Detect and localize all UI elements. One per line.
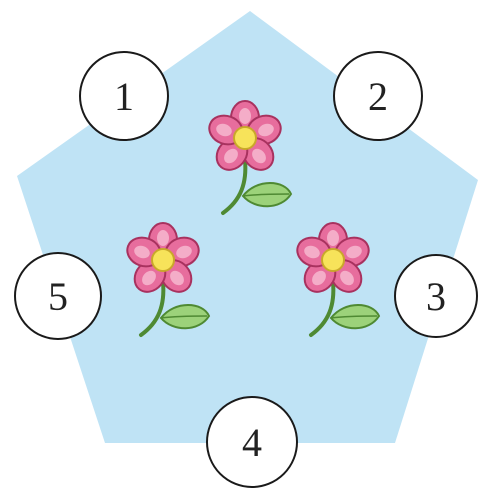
number-circle-1: 1	[79, 51, 169, 141]
number-label-3: 3	[426, 274, 446, 319]
number-label-1: 1	[114, 74, 134, 119]
number-label-2: 2	[368, 74, 388, 119]
number-circle-3: 3	[394, 254, 478, 338]
number-circle-4: 4	[206, 396, 298, 488]
number-label-4: 4	[242, 420, 262, 465]
number-circle-2: 2	[333, 51, 423, 141]
number-label-5: 5	[48, 274, 68, 319]
number-circle-5: 5	[14, 252, 102, 340]
